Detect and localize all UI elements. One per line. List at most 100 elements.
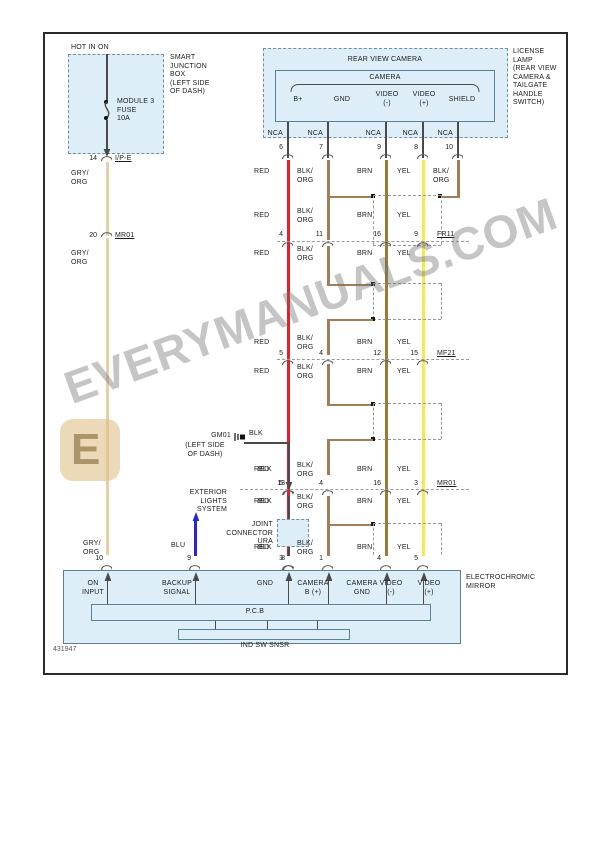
module-pin-1: 1 bbox=[319, 555, 323, 562]
module-fn-backup: BACKUP SIGNAL bbox=[162, 580, 192, 596]
shield-dash2-right bbox=[441, 283, 442, 319]
fr11-pin-4: 4 bbox=[279, 231, 283, 238]
shield-dash4-left bbox=[373, 523, 374, 555]
nca-pin-7: 7 bbox=[319, 144, 323, 151]
camera-terminal-video-neg: VIDEO (-) bbox=[375, 91, 399, 107]
wire-label-brn-mr01-top: BRN bbox=[357, 466, 373, 473]
wire-label-red-mr01-bot: RED bbox=[254, 498, 270, 505]
wire-label-red-1: RED bbox=[254, 168, 270, 175]
wire-yel-main bbox=[422, 160, 425, 556]
module-stub-5 bbox=[423, 580, 424, 610]
pin-ipe: 14 bbox=[89, 155, 97, 162]
module-stub-10 bbox=[107, 580, 108, 610]
diagram-page: HOT IN ON SMART JUNCTION BOX (LEFT SIDE … bbox=[43, 32, 568, 675]
wire-label-red-mr01-top: RED bbox=[254, 466, 270, 473]
wire-label-yel-mf21-top: YEL bbox=[397, 339, 411, 346]
mr01-pin-3: 3 bbox=[414, 480, 418, 487]
connector-cup-mr01-yel bbox=[417, 490, 428, 495]
wire-label-gry-org-lower: GRY/ ORG bbox=[71, 250, 89, 266]
wire-blk-down-to-mr01 bbox=[288, 442, 290, 489]
module-fn-camera-b: CAMERA B (+) bbox=[297, 580, 329, 596]
connector-cup-nca-5 bbox=[452, 154, 463, 159]
connector-cup-fr11-3 bbox=[380, 242, 391, 247]
shield-dash-bottom bbox=[373, 245, 441, 246]
pcb-link-3 bbox=[317, 621, 318, 631]
connector-cup-fr11-4 bbox=[417, 242, 428, 247]
module-stub-9 bbox=[195, 580, 196, 610]
camera-drop-shield bbox=[457, 122, 459, 158]
wire-label-blkorg-1: BLK/ ORG bbox=[297, 168, 314, 184]
joint-connector-label: JOINT CONNECTOR URA bbox=[226, 521, 273, 545]
mf21-pin-12: 12 bbox=[373, 350, 381, 357]
module-pin-3: 3 bbox=[279, 555, 283, 562]
shield-dash3-top bbox=[373, 403, 441, 404]
sjb-feed-wire-bottom bbox=[106, 120, 108, 154]
module-stub-4 bbox=[386, 580, 387, 610]
smart-junction-box bbox=[68, 54, 164, 154]
connector-cup-nca-3 bbox=[380, 154, 391, 159]
wire-blkorg-to-fr11 bbox=[327, 196, 330, 240]
connector-cup-fr11-2 bbox=[322, 242, 333, 247]
module-pin-9: 9 bbox=[187, 555, 191, 562]
license-lamp-label: LICENSE LAMP (REAR VIEW CAMERA & TAILGAT… bbox=[513, 48, 557, 106]
module-wire-label-blk: BLK bbox=[258, 544, 272, 551]
wire-blkorg-jog-c bbox=[327, 319, 373, 321]
wire-label-brn-mf21-top: BRN bbox=[357, 339, 373, 346]
wire-gry-org-upper bbox=[106, 162, 109, 236]
camera-terminal-gnd: GND bbox=[333, 96, 351, 103]
pcb-label: P.C.B bbox=[245, 608, 265, 615]
connector-cup-mf21-2 bbox=[322, 360, 333, 365]
module-wire-label-gryorg: GRY/ ORG bbox=[83, 540, 101, 556]
module-stub-1 bbox=[328, 580, 329, 610]
connector-cup-ipe bbox=[101, 156, 112, 161]
connector-ipe: I/P-E bbox=[115, 155, 132, 162]
module-fn-on-input: ON INPUT bbox=[82, 580, 104, 596]
wire-label-blk-mid: BLK bbox=[258, 466, 272, 473]
shield-dash2-bottom bbox=[373, 319, 441, 320]
connector-cup-module-9 bbox=[189, 565, 200, 570]
wire-gry-org-lower bbox=[106, 238, 109, 555]
wire-label-red-fr11-top: RED bbox=[254, 212, 270, 219]
exterior-lights-label: EXTERIOR LIGHTS SYSTEM bbox=[189, 489, 227, 513]
camera-drop-bplus bbox=[287, 122, 289, 158]
wire-label-blkorg-fr11-top: BLK/ ORG bbox=[297, 208, 314, 224]
wire-label-gry-org-upper: GRY/ ORG bbox=[71, 170, 89, 186]
wire-label-brn-mr01-bot: BRN bbox=[357, 498, 373, 505]
wire-blkorg-shield-jog bbox=[440, 196, 460, 198]
wire-blkorg-jog-f bbox=[327, 524, 373, 526]
mf21-separator bbox=[277, 359, 469, 360]
module-wire-label-blkorg: BLK/ ORG bbox=[297, 540, 314, 556]
blk-arrow-down bbox=[285, 482, 292, 489]
wire-label-yel-mr01-bot: YEL bbox=[397, 498, 411, 505]
pcb-link-2 bbox=[267, 621, 268, 631]
module-pin-5: 5 bbox=[414, 555, 418, 562]
splice-blkorg-shield bbox=[438, 194, 442, 198]
wire-label-blkorg-mf21-top: BLK/ ORG bbox=[297, 335, 314, 351]
wire-label-blkorg-mr01-top: BLK/ ORG bbox=[297, 462, 314, 478]
camera-drop-video-pos bbox=[422, 122, 424, 158]
connector-cup-mr01-red bbox=[282, 490, 293, 495]
ind-sw-snsr-label: IND SW SNSR bbox=[240, 642, 290, 649]
wire-label-red-mf21-bot: RED bbox=[254, 368, 270, 375]
ground-symbol-gm01 bbox=[234, 433, 245, 441]
nca-pin-10: 10 bbox=[445, 144, 453, 151]
hot-in-on-label: HOT IN ON bbox=[71, 44, 109, 51]
wire-blkorg-seg-c bbox=[327, 319, 330, 355]
ground-location-gm01: (LEFT SIDE OF DASH) bbox=[185, 442, 225, 458]
nca-label-3: NCA bbox=[365, 130, 381, 137]
wire-brn-main bbox=[385, 160, 388, 556]
shield-dash4-right bbox=[441, 523, 442, 555]
splice-blkorg-e bbox=[371, 437, 375, 441]
module-pin-10: 10 bbox=[95, 555, 103, 562]
connector-cup-mf21-4 bbox=[417, 360, 428, 365]
shield-dash-top bbox=[373, 195, 441, 196]
wire-label-yel-1: YEL bbox=[397, 168, 411, 175]
blu-arrow-up bbox=[192, 512, 199, 521]
nca-label-5: NCA bbox=[437, 130, 453, 137]
mr01-pin-13: 13 bbox=[277, 480, 285, 487]
wire-blkorg-jog-e bbox=[327, 439, 373, 441]
connector-cup-mf21-1 bbox=[282, 360, 293, 365]
camera-terminal-bplus: B+ bbox=[293, 96, 303, 103]
module-arrow-1 bbox=[325, 572, 332, 581]
shield-dash3-bottom bbox=[373, 439, 441, 440]
